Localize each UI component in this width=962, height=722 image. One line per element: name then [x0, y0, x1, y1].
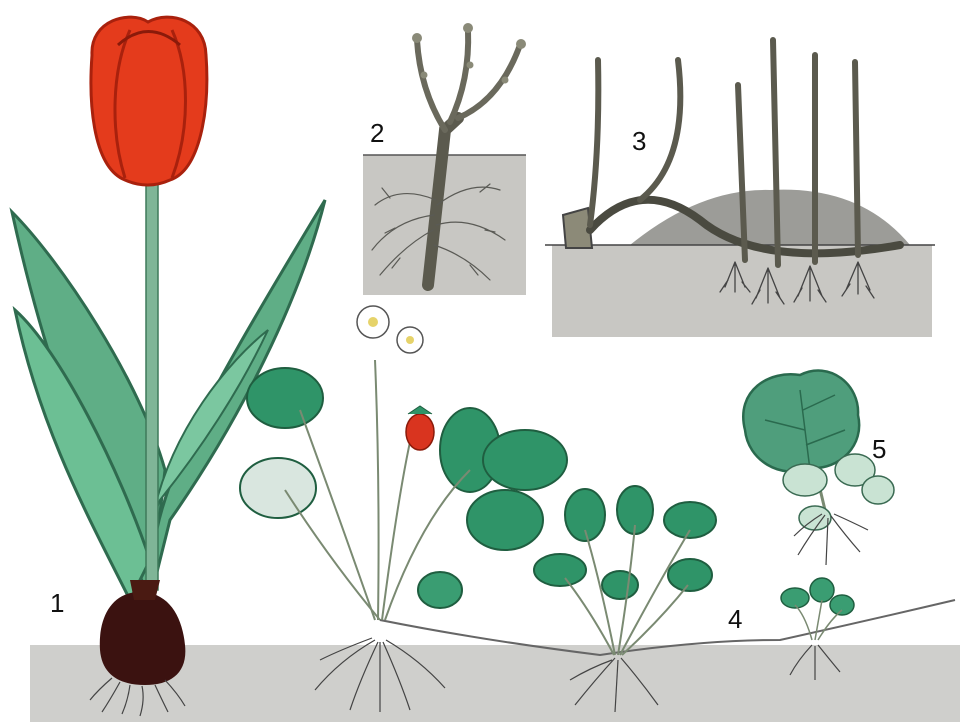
- layering-shoot-1: [590, 60, 598, 225]
- strawberry-fruit-calyx: [408, 406, 432, 414]
- label-leaf-rooting: 5: [872, 434, 886, 464]
- layering-shoot-6: [855, 62, 858, 255]
- strawberry-flowers: [357, 306, 423, 353]
- label-cutting: 2: [370, 118, 384, 148]
- tulip-bulb: [100, 592, 186, 685]
- leaf-rooting-mother-leaf: [743, 371, 859, 472]
- label-strawberry-runner: 4: [728, 604, 742, 634]
- cutting-branch-left: [417, 40, 445, 130]
- tulip-bulb-neck: [130, 580, 160, 600]
- leaf-rooting-plant: [743, 371, 894, 565]
- label-tulip: 1: [50, 588, 64, 618]
- strawberry-fruit: [406, 414, 434, 450]
- label-layering: 3: [632, 126, 646, 156]
- tulip-flower: [91, 17, 207, 185]
- tulip-stem: [146, 182, 158, 590]
- leaf-rooting-new-leaves: [783, 454, 894, 530]
- soil-mound-layering: [630, 190, 910, 245]
- cutting-branch-mid: [450, 30, 468, 122]
